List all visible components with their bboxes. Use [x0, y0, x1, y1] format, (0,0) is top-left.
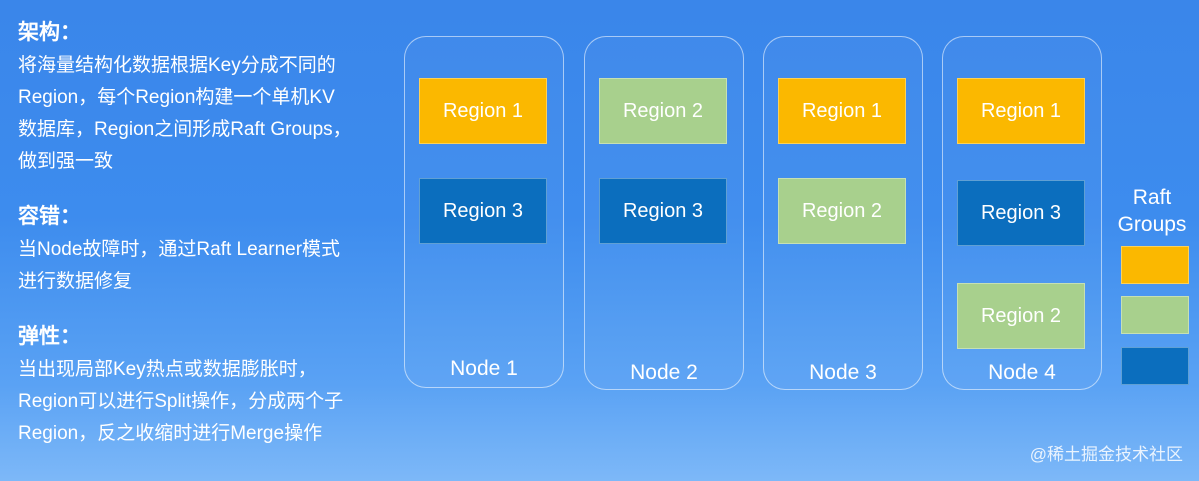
- legend-swatch-region1: [1121, 246, 1189, 284]
- node-label: Node 4: [988, 361, 1056, 384]
- region-box: Region 3: [599, 178, 727, 244]
- section-architecture: 架构： 将海量结构化数据根据Key分成不同的 Region，每个Region构建…: [18, 16, 393, 178]
- region-box: Region 3: [957, 180, 1085, 246]
- region-box: Region 2: [778, 178, 906, 244]
- node-label: Node 1: [450, 357, 518, 380]
- region-box: Region 3: [419, 178, 547, 244]
- section-heading: 架构：: [18, 21, 81, 44]
- section-line: Region，每个Region构建一个单机KV: [18, 87, 335, 108]
- node-1: Region 1 Region 3 Node 1: [404, 36, 564, 388]
- node-3: Region 1 Region 2 Node 3: [763, 36, 923, 390]
- section-line: 做到强一致: [18, 151, 114, 172]
- legend-title-line: Raft: [1132, 186, 1172, 209]
- node-2: Region 2 Region 3 Node 2: [584, 36, 744, 390]
- section-line: 进行数据修复: [18, 271, 133, 292]
- section-line: 当出现局部Key热点或数据膨胀时，: [18, 359, 317, 380]
- node-4: Region 1 Region 3 Region 2 Node 4: [942, 36, 1102, 390]
- section-line: Region，反之收缩时进行Merge操作: [18, 423, 323, 444]
- section-line: Region可以进行Split操作，分成两个子: [18, 391, 344, 412]
- node-label: Node 2: [630, 361, 698, 384]
- region-box: Region 1: [419, 78, 547, 144]
- legend-title-line: Groups: [1117, 213, 1187, 236]
- section-line: 将海量结构化数据根据Key分成不同的: [18, 55, 336, 76]
- section-line: 数据库，Region之间形成Raft Groups，: [18, 119, 352, 140]
- legend-title: Raft Groups: [1112, 184, 1192, 238]
- section-heading: 弹性：: [18, 325, 81, 348]
- region-box: Region 2: [957, 283, 1085, 349]
- left-panel: 架构： 将海量结构化数据根据Key分成不同的 Region，每个Region构建…: [18, 16, 393, 472]
- region-box: Region 1: [957, 78, 1085, 144]
- legend-swatch-region3: [1121, 347, 1189, 385]
- watermark: @稀土掘金技术社区: [1029, 445, 1183, 464]
- region-box: Region 2: [599, 78, 727, 144]
- section-fault-tolerance: 容错： 当Node故障时，通过Raft Learner模式 进行数据修复: [18, 200, 393, 298]
- region-box: Region 1: [778, 78, 906, 144]
- section-heading: 容错：: [18, 205, 81, 228]
- section-elasticity: 弹性： 当出现局部Key热点或数据膨胀时， Region可以进行Split操作，…: [18, 320, 393, 450]
- section-line: 当Node故障时，通过Raft Learner模式: [18, 239, 341, 260]
- legend-swatch-region2: [1121, 296, 1189, 334]
- node-label: Node 3: [809, 361, 877, 384]
